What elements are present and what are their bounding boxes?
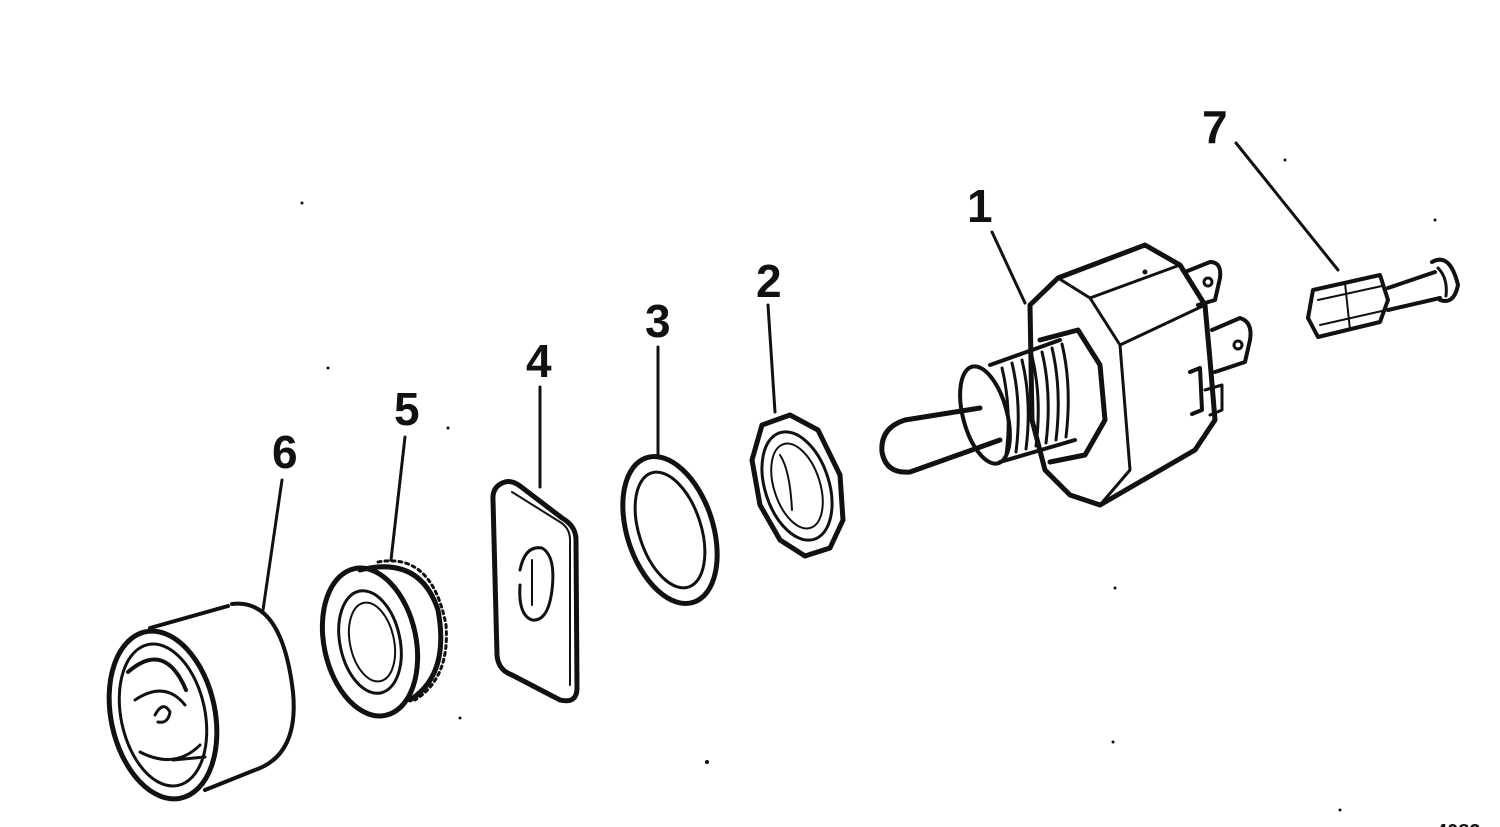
leader-line-7 <box>1234 141 1340 272</box>
callout-number-2: 2 <box>756 255 782 307</box>
part-1-toggle-switch <box>879 242 1253 508</box>
part-5-knurled-nut <box>319 559 448 719</box>
leader-line-1 <box>990 230 1027 305</box>
part-7-terminal-connector <box>1306 257 1460 339</box>
callout-number-1: 1 <box>967 180 993 232</box>
part-6-boot-cap <box>106 601 296 802</box>
part-3-flat-washer <box>620 454 720 606</box>
leader-lines <box>261 141 1340 612</box>
leader-line-6 <box>261 478 284 612</box>
leader-line-5 <box>389 435 407 562</box>
leader-line-2 <box>766 303 777 414</box>
part-4-plate <box>490 479 580 704</box>
callout-labels: 1 2 3 4 5 6 7 <box>272 101 1228 478</box>
corner-reference-mark: 4082 <box>1436 821 1481 827</box>
callout-number-6: 6 <box>272 426 298 478</box>
callout-number-7: 7 <box>1202 101 1228 153</box>
print-specks <box>300 158 1437 812</box>
callout-number-5: 5 <box>394 383 420 435</box>
part-2-hex-nut <box>749 412 846 559</box>
callout-number-4: 4 <box>526 335 552 387</box>
callout-number-3: 3 <box>645 295 671 347</box>
